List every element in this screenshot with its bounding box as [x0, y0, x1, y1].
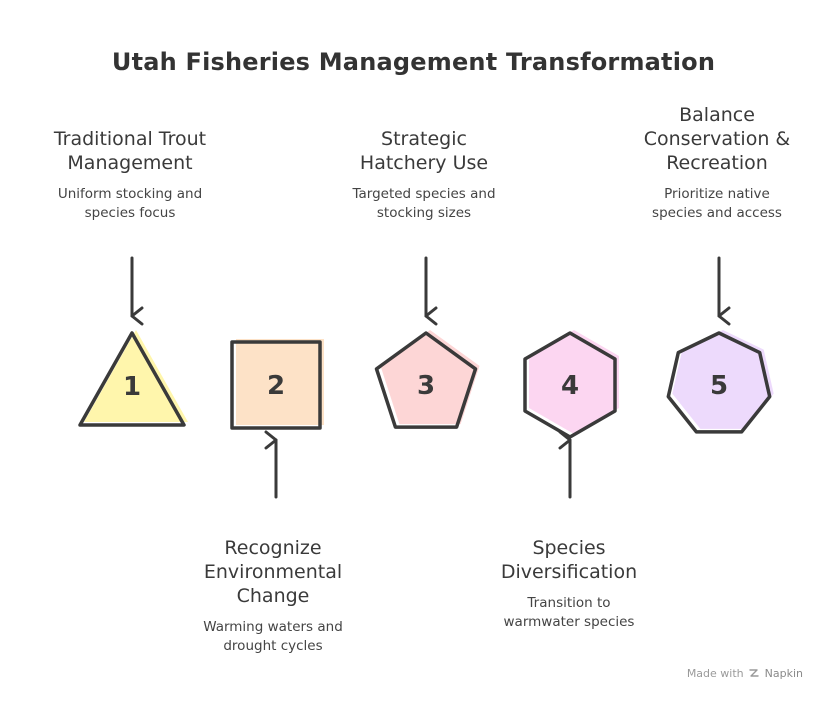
step-5-number: 5: [710, 371, 728, 401]
step-4-outline: [523, 331, 617, 439]
step-2-description: Warming waters and drought cycles: [203, 619, 343, 654]
step-2-outline: [230, 340, 322, 430]
napkin-logo-icon: [749, 669, 759, 677]
step-3-description: Targeted species and stocking sizes: [352, 186, 496, 221]
step-3-outline: [374, 331, 478, 429]
step-1-fill: [84, 330, 188, 422]
step-4-fill: [529, 330, 619, 434]
step-3-title: Strategic Hatchery Use: [359, 128, 489, 174]
step-1-triangle: 1: [78, 330, 188, 427]
step-1-outline: [78, 331, 186, 427]
step-3-pentagon: 3: [374, 330, 480, 429]
step-3-text: Strategic Hatchery Use Targeted species …: [324, 127, 524, 223]
step-5-outline: [666, 331, 772, 434]
step-2-fill: [236, 339, 324, 425]
step-4-number: 4: [561, 371, 579, 401]
step-2-title: Recognize Environmental Change: [203, 537, 343, 607]
step-5-description: Prioritize native species and access: [652, 186, 782, 221]
step-3-number: 3: [417, 371, 435, 401]
step-5-text: Balance Conservation & Recreation Priori…: [612, 103, 822, 223]
step-5-title: Balance Conservation & Recreation: [643, 104, 791, 174]
step-4-description: Transition to warmwater species: [503, 595, 635, 630]
watermark-prefix: Made with: [686, 667, 744, 680]
step-1-number: 1: [123, 372, 141, 402]
step-4-title: Species Diversification: [500, 537, 638, 583]
step-4-hexagon: 4: [523, 330, 619, 439]
watermark-brand: Napkin: [764, 667, 803, 680]
step-2-number: 2: [267, 371, 285, 401]
step-5-heptagon: 5: [666, 330, 774, 434]
step-5-fill: [672, 330, 774, 429]
page-title: Utah Fisheries Management Transformation: [111, 48, 716, 76]
step-1-text: Traditional Trout Management Uniform sto…: [30, 127, 230, 223]
step-1-title: Traditional Trout Management: [53, 128, 207, 174]
step-4-text: Species Diversification Transition to wa…: [469, 536, 669, 632]
step-2-square: 2: [230, 339, 324, 430]
step-1-description: Uniform stocking and species focus: [57, 186, 203, 221]
step-2-text: Recognize Environmental Change Warming w…: [173, 536, 373, 656]
napkin-watermark[interactable]: Made with Napkin: [687, 667, 803, 680]
